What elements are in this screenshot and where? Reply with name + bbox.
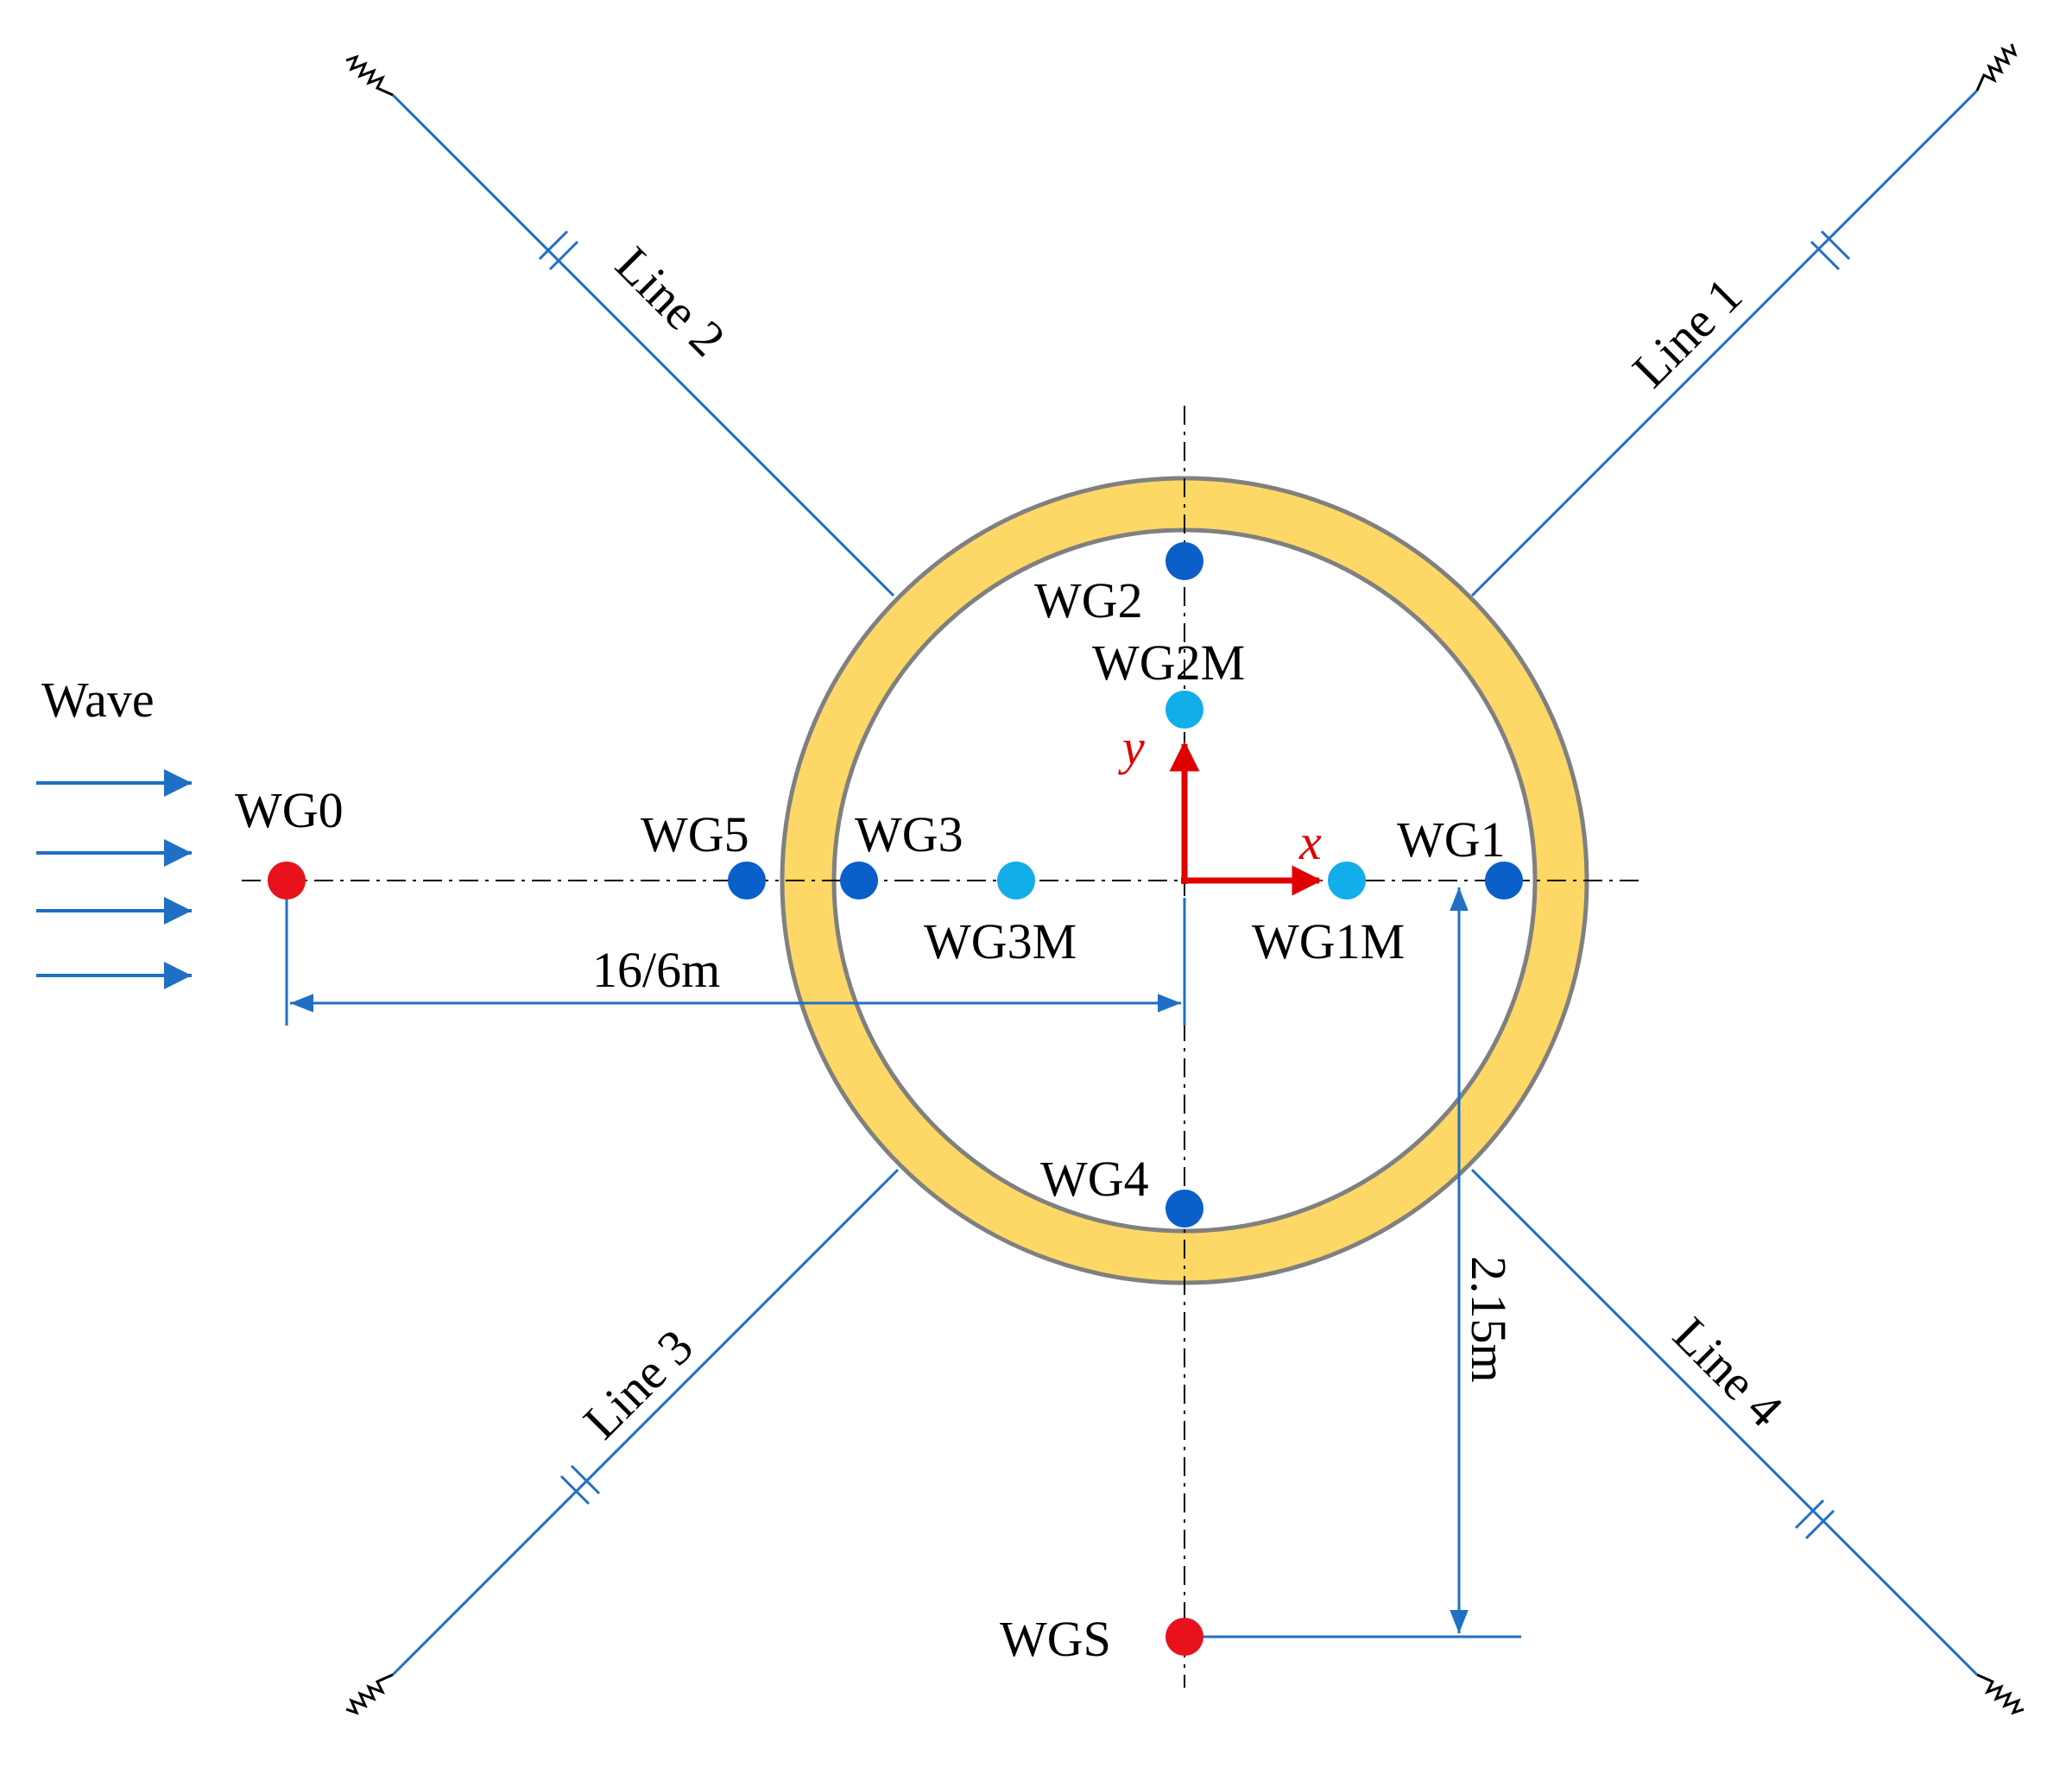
spring-anchor-icon	[345, 54, 394, 97]
spring-anchor-icon	[345, 1673, 394, 1715]
wave-gauge-wg1m	[1328, 862, 1366, 900]
mooring-line-1	[1470, 43, 2018, 597]
wave-gauge-wg2m	[1166, 691, 1203, 729]
spring-anchor-icon	[1976, 1673, 2025, 1715]
line-4-label: Line 4	[1663, 1306, 1794, 1437]
y-axis-label: y	[1118, 719, 1145, 775]
wg3m-label: WG3M	[924, 913, 1077, 969]
mooring-line-4	[1470, 1168, 2025, 1715]
wave-gauge-wg4	[1166, 1190, 1203, 1228]
horizontal-dimension-label: 16/6m	[592, 942, 720, 998]
mooring-line-2	[345, 54, 895, 597]
horizontal-dimension: 16/6m	[285, 898, 1186, 1026]
wave-gauge-wg2	[1166, 542, 1203, 580]
wgs-label: WGS	[1000, 1611, 1111, 1667]
wave-gauges	[268, 542, 1523, 1656]
line-1-label: Line 1	[1621, 267, 1753, 398]
coordinate-axes: x y	[1118, 719, 1323, 896]
spring-anchor-icon	[1975, 43, 2018, 92]
vertical-dimension-label: 2.15m	[1461, 1256, 1517, 1383]
wave-gauge-wg3	[840, 862, 878, 900]
wave-label: Wave	[41, 672, 155, 728]
mooring-line-3	[345, 1168, 900, 1715]
wave-gauge-labels: WG0 WG5 WG3 WG3M WG1M WG1 WG2 WG2M WG4 W…	[235, 572, 1506, 1667]
x-axis-label: x	[1298, 814, 1322, 870]
wg1m-label: WG1M	[1252, 913, 1405, 969]
wave-gauge-wg1	[1485, 862, 1523, 900]
wave-arrows	[36, 769, 192, 989]
wave-gauge-wg0	[268, 862, 306, 900]
wg2-label: WG2	[1034, 572, 1143, 628]
wg4-label: WG4	[1040, 1151, 1149, 1207]
line-2-label: Line 2	[605, 236, 736, 367]
wg3-label: WG3	[855, 806, 963, 862]
wave-gauge-wg5	[728, 862, 766, 900]
wg2m-label: WG2M	[1092, 634, 1245, 691]
vertical-dimension: 2.15m	[1184, 887, 1521, 1638]
wg0-label: WG0	[235, 782, 344, 838]
wg1-label: WG1	[1397, 811, 1506, 868]
wave-gauge-wg3m	[997, 862, 1035, 900]
wg5-label: WG5	[641, 806, 749, 862]
wave-gauge-wgs	[1166, 1618, 1203, 1656]
